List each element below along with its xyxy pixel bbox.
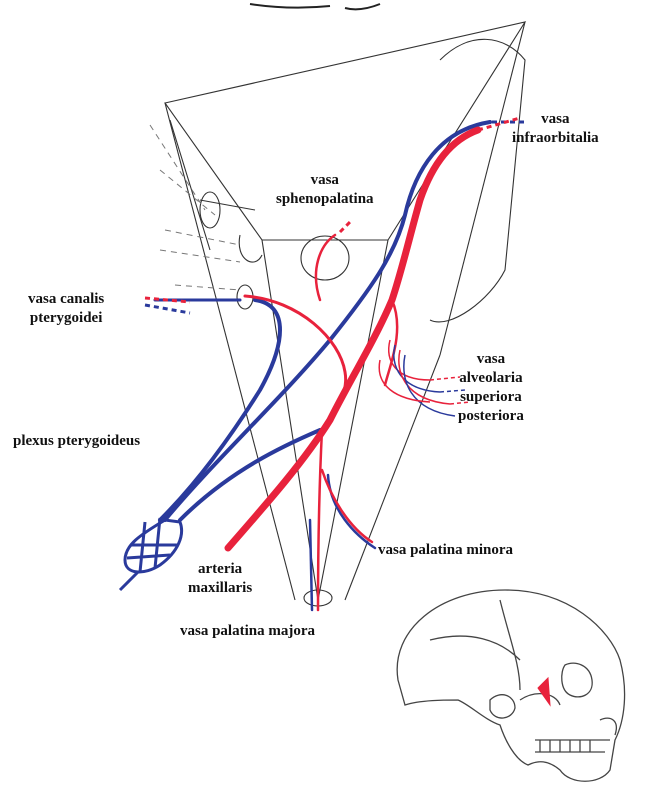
label-plexus-pterygoideus: plexus pterygoideus (13, 432, 140, 451)
cropped-title-fragment (250, 4, 380, 9)
label-line: pterygoidei (28, 309, 104, 328)
skull-fossa-highlight (538, 678, 550, 705)
label-vasa-canalis-pterygoidei: vasa canalis pterygoidei (28, 290, 104, 328)
label-vasa-palatina-majora: vasa palatina majora (180, 622, 315, 641)
label-vasa-palatina-minora: vasa palatina minora (378, 541, 513, 560)
label-line: posteriora (458, 407, 524, 426)
label-vasa-alveolaria-superiora-posteriora: vasa alveolaria superiora posteriora (458, 350, 524, 426)
label-vasa-sphenopalatina: vasa sphenopalatina (276, 171, 374, 209)
label-line: alveolaria (458, 369, 524, 388)
label-arteria-maxillaris: arteria maxillaris (188, 560, 252, 598)
label-vasa-infraorbitalia: vasa infraorbitalia (512, 110, 599, 148)
dashed-canal-lines (150, 125, 240, 290)
label-line: sphenopalatina (276, 190, 374, 209)
artery-dashes (145, 118, 520, 302)
skull-inset (397, 590, 624, 781)
label-line: superiora (458, 388, 524, 407)
label-line: vasa (276, 171, 374, 190)
vein-dashes (145, 122, 528, 313)
label-line: arteria (188, 560, 252, 579)
label-line: maxillaris (188, 579, 252, 598)
pterygoid-plexus (120, 518, 182, 590)
label-line: vasa canalis (28, 290, 104, 309)
label-line: vasa (458, 350, 524, 369)
label-line: vasa (512, 110, 599, 129)
label-line: infraorbitalia (512, 129, 599, 148)
